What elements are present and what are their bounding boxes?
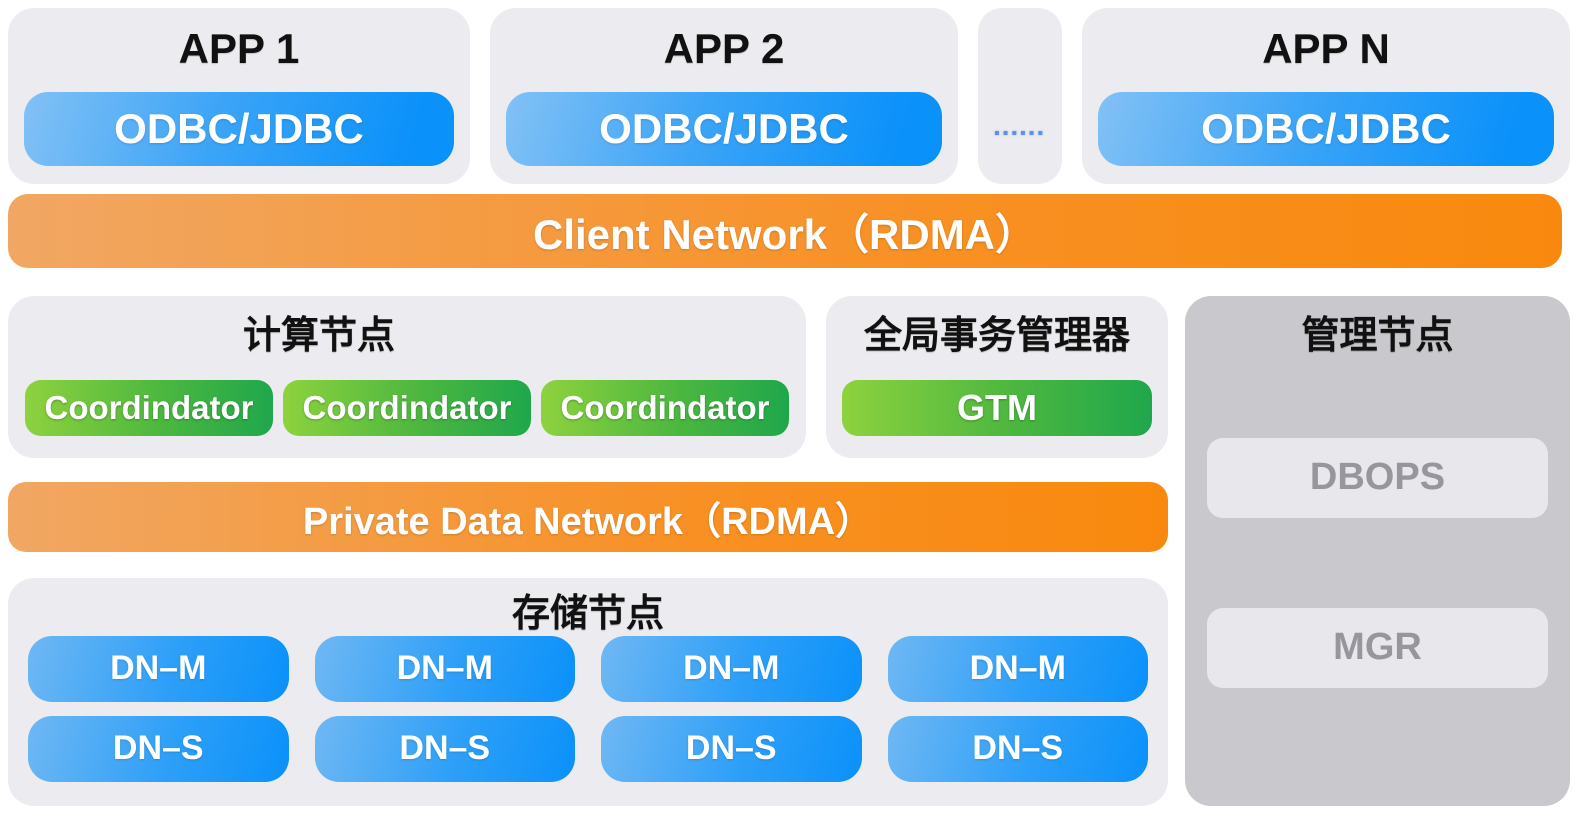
lower-region: 计算节点 Coordindator Coordindator Coordinda…: [8, 296, 1570, 806]
app-n-title: APP N: [1262, 25, 1390, 72]
compute-gtm-row: 计算节点 Coordindator Coordindator Coordinda…: [8, 296, 1168, 458]
coordinator-node-2: Coordindator: [283, 380, 531, 436]
dn-standby-3: DN–S: [601, 715, 862, 782]
gtm-node: GTM: [842, 380, 1152, 436]
app-1-odbc-jdbc-node: ODBC/JDBC: [24, 92, 454, 166]
dbops-node: DBOPS: [1207, 437, 1548, 518]
dn-master-4: DN–M: [887, 635, 1148, 702]
dn-standby-4: DN–S: [887, 715, 1148, 782]
compute-node-panel: 计算节点 Coordindator Coordindator Coordinda…: [8, 296, 806, 458]
apps-row: APP 1 ODBC/JDBC APP 2 ODBC/JDBC ▪▪▪▪▪▪ A…: [8, 8, 1570, 184]
coordinator-node-3: Coordindator: [541, 380, 789, 436]
app-2-card: APP 2 ODBC/JDBC: [490, 8, 958, 184]
gtm-panel-title: 全局事务管理器: [863, 315, 1130, 357]
compute-node-title: 计算节点: [242, 315, 395, 357]
left-column: 计算节点 Coordindator Coordindator Coordinda…: [8, 296, 1168, 806]
dn-master-2: DN–M: [314, 635, 575, 702]
dn-standby-1: DN–S: [28, 715, 289, 782]
client-network-bar: Client Network（RDMA）: [8, 194, 1562, 268]
app-2-odbc-jdbc-node: ODBC/JDBC: [506, 92, 942, 166]
storage-node-title: 存储节点: [511, 593, 664, 635]
private-data-network-bar: Private Data Network（RDMA）: [8, 482, 1168, 552]
app-1-card: APP 1 ODBC/JDBC: [8, 8, 470, 184]
coordinator-row: Coordindator Coordindator Coordindator: [25, 380, 789, 436]
app-n-card: APP N ODBC/JDBC: [1082, 8, 1570, 184]
apps-ellipsis-card: ▪▪▪▪▪▪: [978, 8, 1062, 184]
dn-master-1: DN–M: [28, 635, 289, 702]
gtm-panel: 全局事务管理器 GTM: [826, 296, 1168, 458]
coordinator-node-1: Coordindator: [25, 380, 273, 436]
management-node-title: 管理节点: [1301, 315, 1454, 357]
app-n-odbc-jdbc-node: ODBC/JDBC: [1098, 92, 1554, 166]
dn-master-3: DN–M: [601, 635, 862, 702]
dn-grid: DN–M DN–M DN–M DN–M DN–S DN–S DN–S DN–S: [28, 635, 1148, 782]
storage-node-panel: 存储节点 DN–M DN–M DN–M DN–M DN–S DN–S DN–S …: [8, 578, 1168, 806]
management-node-panel: 管理节点 DBOPS MGR: [1185, 296, 1570, 806]
app-2-title: APP 2: [663, 25, 785, 72]
ellipsis-dots-icon: ▪▪▪▪▪▪: [993, 125, 1047, 142]
app-1-title: APP 1: [178, 25, 300, 72]
mgr-node: MGR: [1207, 607, 1548, 688]
dn-standby-2: DN–S: [314, 715, 575, 782]
